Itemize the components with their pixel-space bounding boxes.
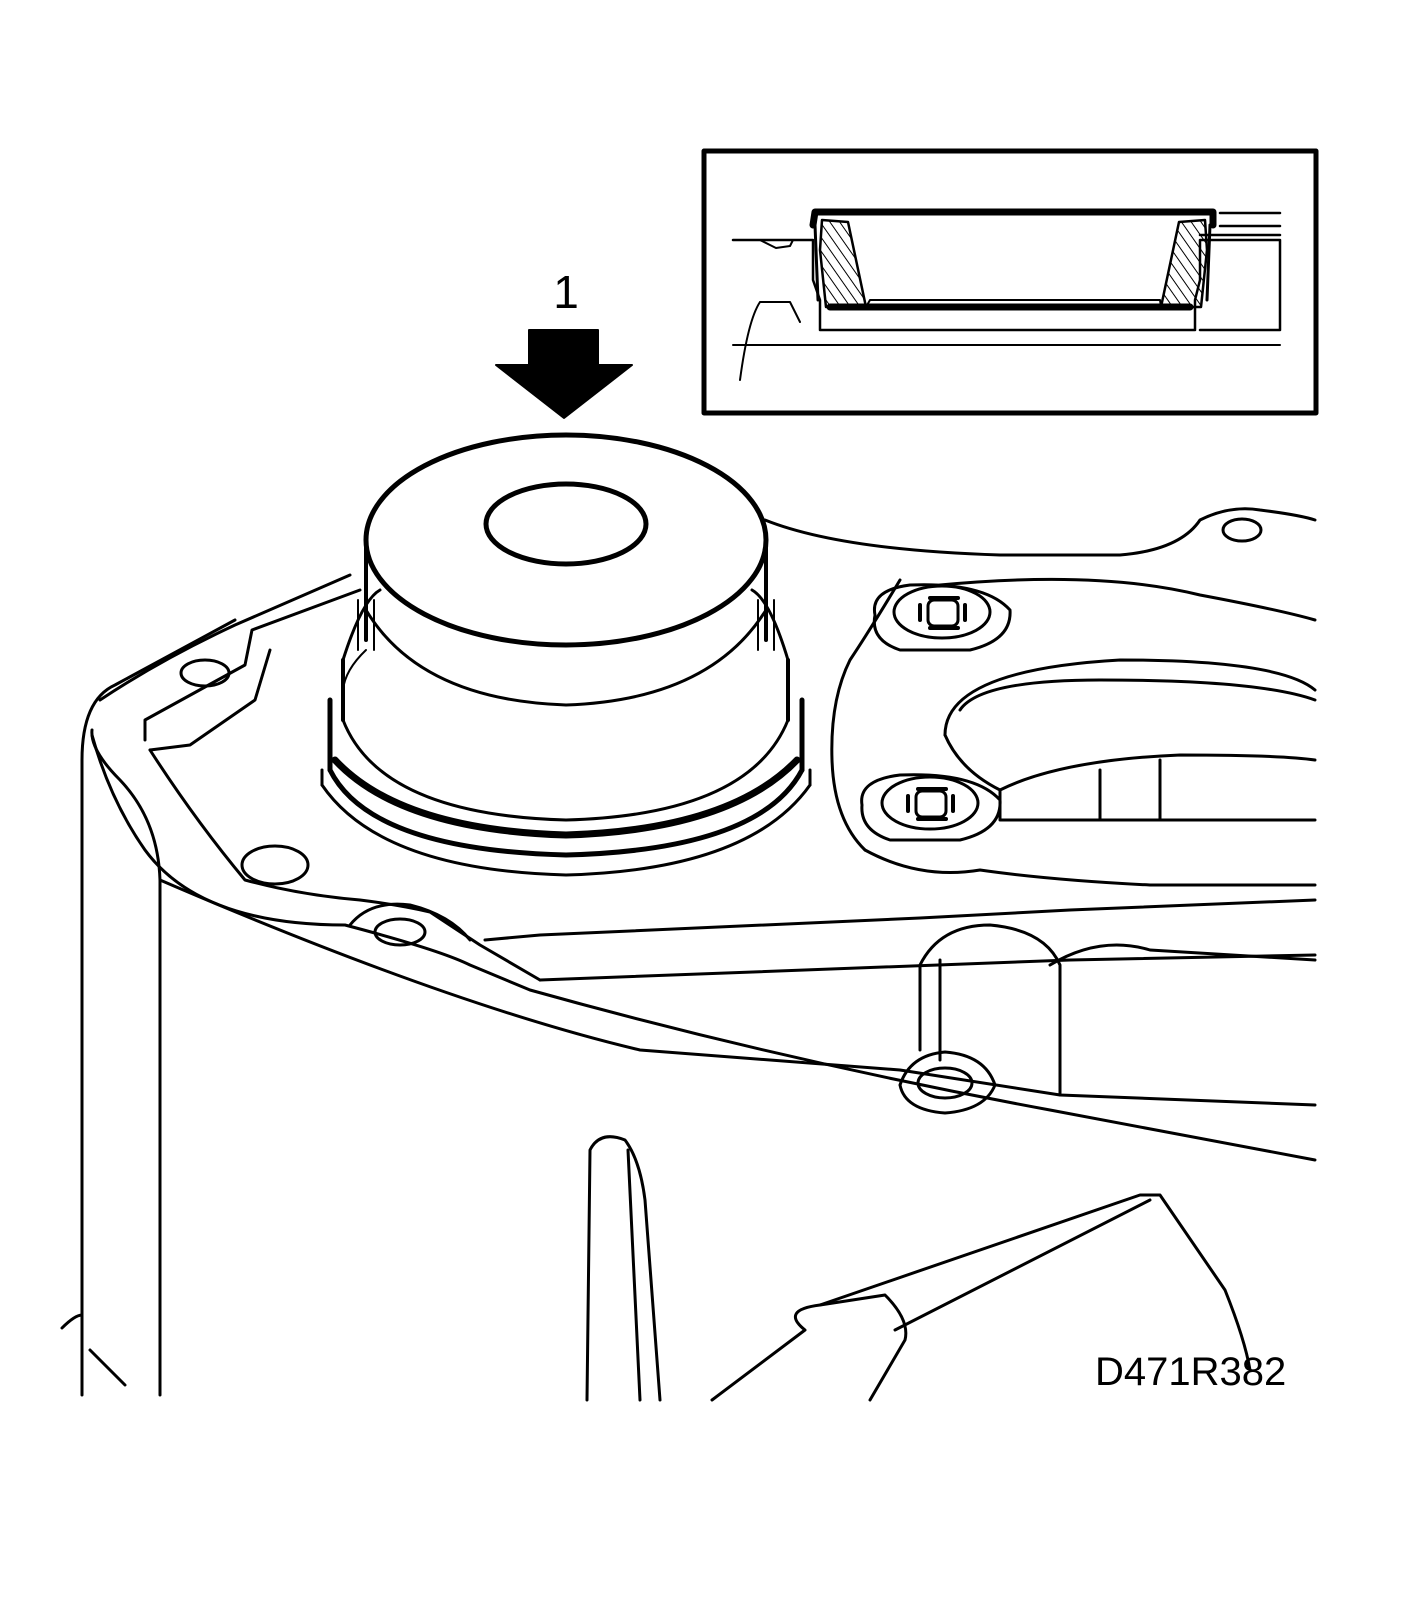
torx-bolt-icon [860, 773, 1002, 842]
bearing-bore [943, 658, 1317, 737]
bolt-hole [373, 917, 427, 947]
inset-frame [701, 148, 1319, 416]
bolt-holes [179, 517, 1263, 1115]
callout-number: 1 [553, 266, 579, 318]
bolt-hole [179, 658, 231, 688]
lower-ribs [585, 1135, 1252, 1402]
down-arrow-icon [495, 329, 633, 419]
bolt-hole [916, 1066, 974, 1100]
bearing-cover [830, 577, 1317, 887]
gearbox-housing [60, 507, 1317, 1397]
torx-bolt-icon [872, 583, 1012, 652]
inset-detail [701, 148, 1319, 416]
bolt-hole [1221, 517, 1263, 543]
inset-seal-lip-right [1159, 218, 1209, 309]
bolt-hole [240, 844, 310, 886]
inset-left-housing [731, 238, 1282, 332]
seal-press-tool [320, 432, 812, 877]
tool-top-face [363, 432, 769, 648]
tool-center-boss [483, 481, 649, 567]
figure-id-label: D471R382 [1095, 1350, 1286, 1394]
inset-seal-body [809, 208, 1217, 229]
inset-seal-lip-left [818, 218, 868, 309]
